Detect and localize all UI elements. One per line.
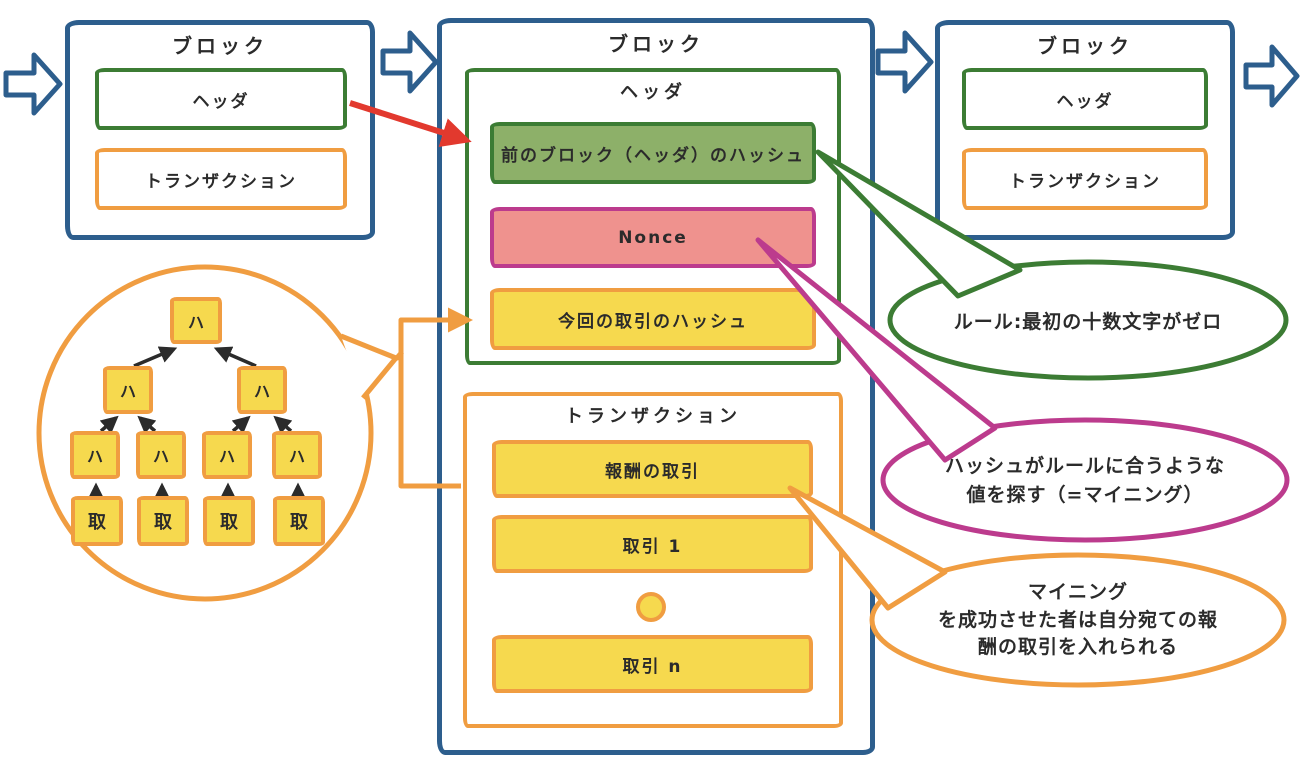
mining-callout-text: ハッシュがルールに合うような 値を探す（=マイニング） <box>895 452 1275 509</box>
reward-text-line3: 酬の取引を入れられる <box>977 636 1178 659</box>
rule-callout-text: ルール:最初の十数文字がゼロ <box>908 308 1268 337</box>
merkle-node-label: ハ <box>119 382 136 401</box>
tx-1-label: 取引 1 <box>622 536 683 557</box>
header-box: ヘッダ <box>95 68 347 130</box>
transactions-section: トランザクション 報酬の取引 取引 1 取引 n <box>463 392 843 728</box>
merkle-node-label: 取 <box>88 512 106 533</box>
reward-text-line2: を成功させた者は自分宛ての報 <box>937 608 1218 631</box>
reward-tx-label: 報酬の取引 <box>605 461 700 482</box>
transactions-label: トランザクション <box>145 171 297 192</box>
reward-text-line1: マイニング <box>1027 581 1128 603</box>
merkle-node-label: ハ <box>288 447 305 466</box>
transactions-box: トランザクション <box>95 148 347 210</box>
nonce-label: Nonce <box>618 227 688 248</box>
merkle-node-label: ハ <box>253 382 270 401</box>
merkle-node-label: ハ <box>218 447 235 466</box>
nonce-box: Nonce <box>490 207 816 268</box>
block-current: ブロック ヘッダ 前のブロック（ヘッダ）のハッシュ Nonce 今回の取引のハッ… <box>437 18 875 755</box>
merkle-hash-node: ハ <box>136 431 186 479</box>
merkle-hash-node: ハ <box>170 297 222 344</box>
flow-arrow-start <box>3 52 63 116</box>
flow-arrow-mid-right <box>875 30 934 94</box>
merkle-hash-node: ハ <box>202 431 252 479</box>
header-section: ヘッダ 前のブロック（ヘッダ）のハッシュ Nonce 今回の取引のハッシュ <box>465 68 841 365</box>
merkle-node-label: 取 <box>154 512 172 533</box>
mining-text-line1: ハッシュがルールに合うような <box>944 455 1225 477</box>
merkle-tx-node: 取 <box>71 496 123 546</box>
block-title: ブロック <box>1037 34 1133 58</box>
tx-n-box: 取引 n <box>492 635 813 693</box>
mining-text-line2: 値を探す（=マイニング） <box>966 483 1204 506</box>
transactions-box: トランザクション <box>962 148 1208 210</box>
merkle-tx-node: 取 <box>137 496 189 546</box>
transactions-section-title: トランザクション <box>565 406 741 427</box>
merkle-hash-node: ハ <box>272 431 322 479</box>
header-section-title: ヘッダ <box>620 82 686 103</box>
merkle-hash-node: ハ <box>103 366 153 414</box>
block-title: ブロック <box>172 34 268 58</box>
merkle-hash-node: ハ <box>70 431 120 479</box>
merkle-node-label: 取 <box>220 512 238 533</box>
tx-n-label: 取引 n <box>622 656 683 677</box>
tx-hash-label: 今回の取引のハッシュ <box>558 311 748 332</box>
tx-hash-box: 今回の取引のハッシュ <box>490 288 816 350</box>
rule-text: ルール:最初の十数文字がゼロ <box>953 311 1223 333</box>
merkle-hash-node: ハ <box>237 366 287 414</box>
merkle-node-label: 取 <box>290 512 308 533</box>
merkle-node-label: ハ <box>187 312 204 332</box>
merkle-tx-node: 取 <box>203 496 255 546</box>
block-title: ブロック <box>608 32 704 56</box>
ellipsis-dot <box>636 592 666 622</box>
header-box: ヘッダ <box>962 68 1208 130</box>
merkle-node-label: ハ <box>86 447 103 466</box>
prev-hash-box: 前のブロック（ヘッダ）のハッシュ <box>490 122 816 184</box>
header-label: ヘッダ <box>1056 91 1114 112</box>
block-previous: ブロック ヘッダ トランザクション <box>65 20 375 240</box>
reward-callout-text: マイニング を成功させた者は自分宛ての報 酬の取引を入れられる <box>888 579 1268 662</box>
tx-1-box: 取引 1 <box>492 515 813 573</box>
header-label: ヘッダ <box>192 91 250 112</box>
prev-hash-label: 前のブロック（ヘッダ）のハッシュ <box>501 145 805 166</box>
flow-arrow-end <box>1243 44 1300 108</box>
transactions-label: トランザクション <box>1009 171 1161 192</box>
merkle-tx-node: 取 <box>273 496 325 546</box>
reward-tx-box: 報酬の取引 <box>492 440 813 498</box>
block-next: ブロック ヘッダ トランザクション <box>935 20 1235 240</box>
merkle-node-label: ハ <box>152 447 169 466</box>
flow-arrow-left-mid <box>380 30 439 94</box>
